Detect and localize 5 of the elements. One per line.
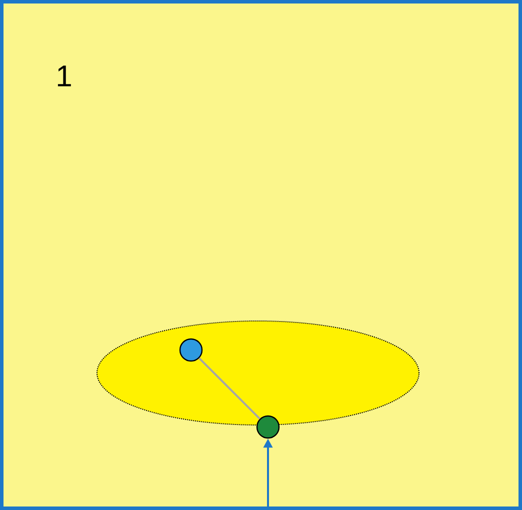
circle-marker	[179, 338, 203, 362]
connector-line	[198, 357, 261, 420]
dotted-ellipse	[96, 320, 420, 426]
circle-marker	[256, 415, 280, 439]
panel-number: 1	[58, 66, 71, 86]
